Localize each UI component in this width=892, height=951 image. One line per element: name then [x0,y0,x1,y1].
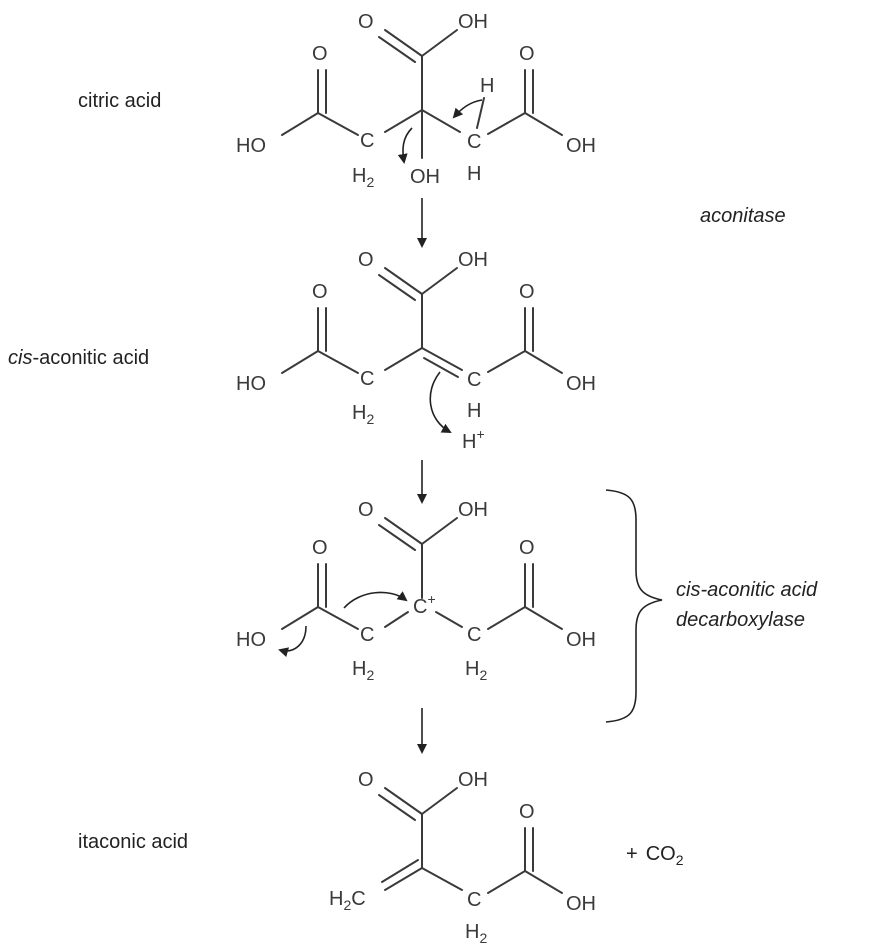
enzyme-bracket [605,489,663,723]
atom-o: O [358,11,374,33]
label-cis-rest: -aconitic acid [32,347,149,369]
molecule-cis-aconitic-acid: O OH C H2 O HO C H O OH H+ [236,249,596,453]
atom-c-right: C [467,131,481,153]
molecule-carbocation-intermediate: O OH C+ C H2 O HO C H2 O OH [236,499,596,683]
atom-c-right: C [467,369,481,391]
label-itaconic-acid: itaconic acid [78,831,188,853]
molecule-citric-acid: O OH OH C H2 O HO C H H O OH [236,11,596,190]
atom-h-bottom: H [467,163,481,185]
atom-o-right: O [519,281,535,303]
atom-o-right: O [519,801,535,823]
atom-h2-right: H2 [465,921,487,946]
atom-h-top: H [480,75,494,97]
atom-oh-right: OH [566,629,596,651]
electron-arrow-decarboxylation [343,591,408,609]
atom-c-left: C [360,624,374,646]
atom-o-left: O [312,537,328,559]
atom-h-right: H [467,400,481,422]
atom-c-left: C [360,368,374,390]
electron-arrow-protonation [429,371,452,433]
atom-oh-right: OH [566,893,596,915]
atom-h2-left: H2 [352,165,374,190]
atom-o-left: O [312,281,328,303]
label-cis-prefix: cis [8,347,32,369]
atom-ho-left: HO [236,629,266,651]
atom-oh: OH [458,11,488,33]
atom-ho-left: HO [236,135,266,157]
atom-oh: OH [458,769,488,791]
atom-c-right: C [467,624,481,646]
electron-arrow-oh [278,625,307,657]
atom-c-left: C [360,130,374,152]
enzyme-decarboxylase-line1: cis-aconitic acid [676,579,818,601]
atom-h2-right: H2 [465,658,487,683]
molecule-itaconic-acid: O OH H2C C H2 O OH [329,769,596,946]
atom-o: O [358,249,374,271]
atom-oh-central: OH [410,166,440,188]
atom-c-right: C [467,889,481,911]
atom-o: O [358,499,374,521]
label-cis-aconitic-acid: cis-aconitic acid [8,347,149,369]
atom-h2-left: H2 [352,658,374,683]
atom-o-left: O [312,43,328,65]
electron-arrow-h-transfer [452,99,483,119]
atom-oh-right: OH [566,373,596,395]
byproduct-co2: +CO2 [626,843,684,868]
atom-oh: OH [458,249,488,271]
electron-arrow-oh-leave [397,127,413,164]
enzyme-decarboxylase-line2: decarboxylase [676,609,805,631]
atom-h2c: H2C [329,888,366,913]
atom-o: O [358,769,374,791]
atom-c-plus: C+ [413,591,436,618]
enzyme-aconitase: aconitase [700,205,786,227]
atom-oh-right: OH [566,135,596,157]
atom-h2-left: H2 [352,402,374,427]
atom-o-right: O [519,537,535,559]
atom-o-right: O [519,43,535,65]
label-citric-acid: citric acid [78,90,161,112]
atom-ho-left: HO [236,373,266,395]
atom-h-plus: H+ [462,426,485,453]
atom-oh: OH [458,499,488,521]
